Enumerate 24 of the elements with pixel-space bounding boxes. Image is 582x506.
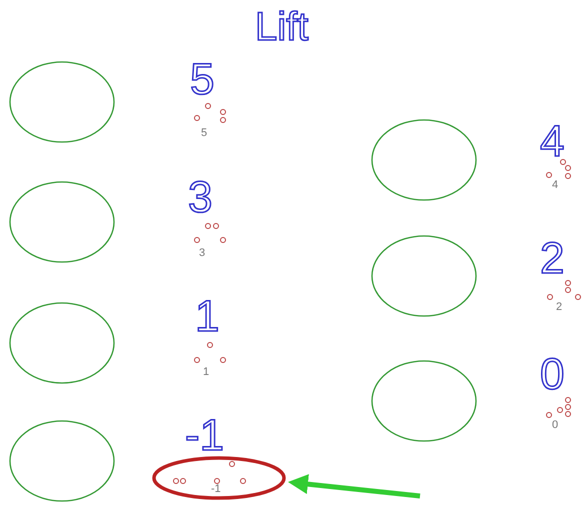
floor-number: 1 — [195, 295, 220, 339]
braille-number: 2 — [556, 302, 562, 313]
highlight-ellipse — [152, 456, 286, 500]
button-outline — [371, 360, 477, 442]
button-outline — [9, 420, 115, 502]
braille-number: 3 — [199, 248, 206, 259]
braille-number: 0 — [552, 420, 558, 431]
floor-number: 2 — [540, 237, 564, 281]
button-outline — [9, 302, 115, 384]
floor-number: 3 — [188, 176, 212, 220]
button-outline — [371, 235, 477, 317]
floor-number: 0 — [540, 353, 564, 397]
arrow — [288, 474, 420, 498]
braille-number: 4 — [552, 180, 558, 191]
braille-number: 5 — [201, 128, 208, 139]
button-outline — [9, 181, 115, 263]
title: Lift — [255, 6, 308, 48]
braille-number: 1 — [203, 367, 210, 378]
button-outline — [9, 61, 115, 143]
button-outline — [371, 119, 477, 201]
floor-number: -1 — [185, 414, 224, 458]
floor-number: 4 — [540, 120, 564, 164]
braille-number: -1 — [211, 484, 221, 495]
floor-number: 5 — [190, 58, 214, 102]
